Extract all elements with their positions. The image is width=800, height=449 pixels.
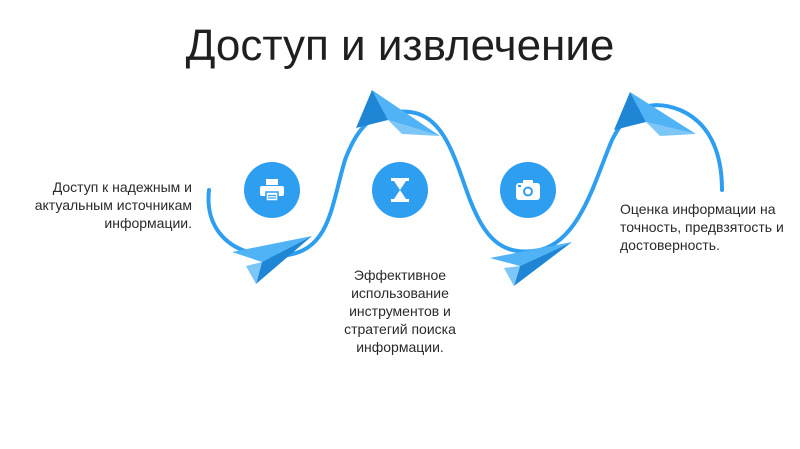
- step-3-text: Оценка информации на точность, предвзято…: [620, 201, 784, 253]
- slide-title: Доступ и извлечение: [185, 21, 615, 70]
- step-2-icon-circle: [372, 162, 428, 218]
- step-2-text: Эффективное использование инструментов и…: [344, 267, 456, 355]
- camera-icon: [516, 180, 540, 200]
- step-1-icon-circle: [244, 162, 300, 218]
- paper-plane-4: [614, 92, 696, 136]
- paper-plane-2: [356, 90, 440, 136]
- paper-plane-1: [232, 236, 312, 284]
- paper-plane-3: [490, 242, 572, 286]
- hourglass-icon: [391, 178, 409, 202]
- step-3-icon-circle: [500, 162, 556, 218]
- step-1-text: Доступ к надежным и актуальным источника…: [34, 179, 192, 231]
- printer-icon: [260, 179, 284, 202]
